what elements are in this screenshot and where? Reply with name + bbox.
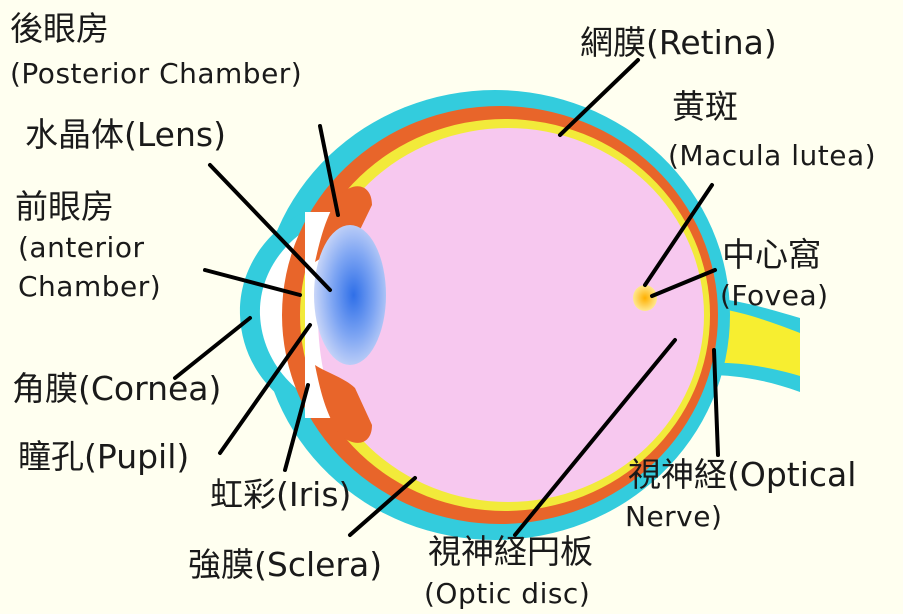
label-fovea-en: (Fovea): [720, 282, 829, 310]
label-macula-en: (Macula lutea): [668, 142, 876, 170]
label-optic-nerve-1: 視神経(Optical: [628, 458, 856, 491]
label-sclera: 強膜(Sclera): [188, 548, 382, 581]
label-pupil: 瞳孔(Pupil): [18, 440, 189, 473]
label-optic-disc-en: (Optic disc): [424, 580, 590, 608]
label-anterior-chamber-en1: (anterior: [18, 234, 144, 262]
label-cornea: 角膜(Cornea): [12, 372, 221, 405]
lens: [314, 225, 386, 365]
label-optic-nerve-2: Nerve): [625, 503, 722, 531]
label-posterior-chamber-jp: 後眼房: [10, 12, 109, 45]
label-retina: 網膜(Retina): [580, 26, 777, 59]
label-lens: 水晶体(Lens): [25, 118, 226, 151]
label-anterior-chamber-en2: Chamber): [18, 273, 161, 301]
macula: [633, 285, 657, 311]
label-fovea-jp: 中心窩: [722, 238, 821, 271]
label-iris: 虹彩(Iris): [210, 478, 351, 511]
label-optic-disc-jp: 視神経円板: [428, 535, 593, 568]
label-anterior-chamber-jp: 前眼房: [15, 190, 114, 223]
label-posterior-chamber-en: (Posterior Chamber): [10, 60, 302, 88]
label-macula-jp: 黄斑: [672, 90, 738, 123]
